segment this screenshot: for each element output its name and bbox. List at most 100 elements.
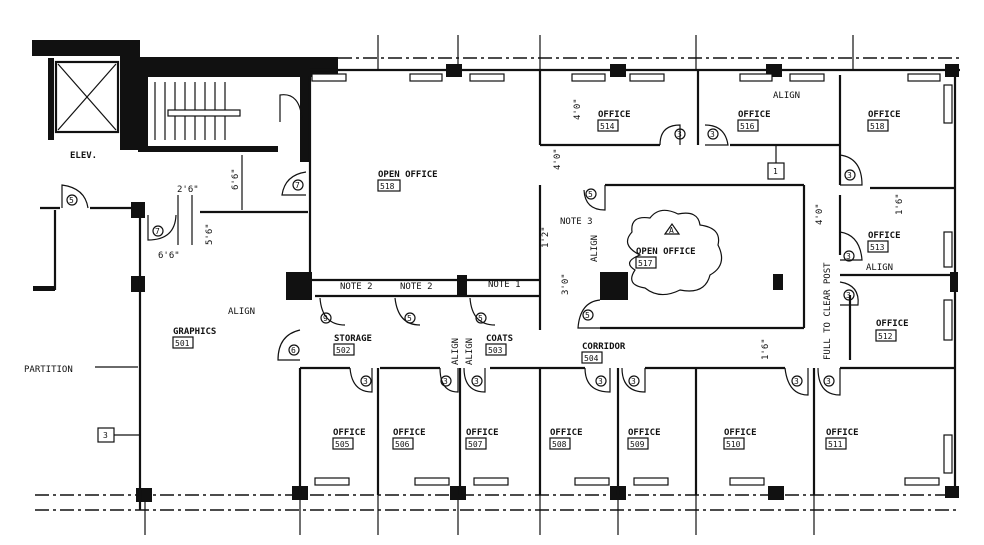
- svg-text:501: 501: [175, 339, 190, 348]
- door-tags: 5 7 7 3 3 3 5 3 3 5 6 9 5 5 3 3 3 3 3 3 …: [66, 128, 856, 387]
- door-tag: 3: [823, 375, 835, 387]
- svg-text:5: 5: [588, 190, 593, 199]
- svg-text:3: 3: [363, 377, 368, 386]
- svg-text:5: 5: [407, 314, 412, 323]
- svg-text:509: 509: [630, 440, 645, 449]
- stairs: [154, 82, 241, 140]
- door-tag: 5: [66, 194, 78, 206]
- svg-text:5'6": 5'6": [205, 223, 215, 245]
- svg-text:518: 518: [870, 122, 885, 131]
- svg-text:505: 505: [335, 440, 350, 449]
- svg-text:3: 3: [677, 130, 682, 139]
- svg-text:6'6": 6'6": [158, 251, 180, 261]
- svg-text:OFFICE: OFFICE: [393, 428, 426, 438]
- svg-text:OFFICE: OFFICE: [466, 428, 499, 438]
- svg-text:2'6": 2'6": [177, 185, 199, 195]
- elevator-label: ELEV.: [70, 151, 97, 161]
- svg-text:3: 3: [103, 431, 108, 440]
- svg-text:513: 513: [870, 243, 885, 252]
- door-tag: 7: [152, 225, 164, 237]
- svg-text:9: 9: [323, 314, 328, 323]
- svg-text:OFFICE: OFFICE: [876, 319, 909, 329]
- svg-text:3: 3: [631, 377, 636, 386]
- svg-text:OFFICE: OFFICE: [550, 428, 583, 438]
- svg-text:3: 3: [710, 130, 715, 139]
- door-tag: 3: [360, 375, 372, 387]
- svg-text:7: 7: [295, 181, 300, 190]
- svg-text:506: 506: [395, 440, 410, 449]
- windows-sills: [311, 73, 953, 486]
- room-office-508: OFFICE 508: [549, 428, 583, 450]
- note-2: NOTE 2: [340, 282, 373, 292]
- align-note: ALIGN: [228, 307, 255, 317]
- door-tag: 3: [628, 375, 640, 387]
- svg-text:516: 516: [740, 122, 755, 131]
- door-tag: 7: [292, 179, 304, 191]
- svg-text:4'0": 4'0": [815, 203, 825, 225]
- door-tag: 3: [843, 289, 855, 301]
- svg-text:7: 7: [155, 227, 160, 236]
- svg-text:3: 3: [474, 377, 479, 386]
- door-tag: 3: [707, 128, 719, 140]
- svg-text:ALIGN: ALIGN: [590, 235, 600, 262]
- door-tag: 5: [404, 312, 416, 324]
- full-to-clear-post-note: FULL TO CLEAR POST: [823, 262, 833, 360]
- door-tag: 5: [582, 309, 594, 321]
- note-1: NOTE 1: [488, 280, 521, 290]
- door-tag: 3: [674, 128, 686, 140]
- svg-text:3: 3: [847, 171, 852, 180]
- tag-1: 1: [767, 145, 785, 180]
- room-office-506: OFFICE 506: [392, 428, 426, 450]
- room-coats-503: COATS 503: [485, 334, 513, 356]
- svg-text:6: 6: [291, 346, 296, 355]
- svg-text:517: 517: [638, 259, 653, 268]
- svg-text:502: 502: [336, 346, 351, 355]
- svg-text:OPEN OFFICE: OPEN OFFICE: [636, 247, 696, 257]
- align-note: ALIGN: [866, 263, 893, 273]
- svg-text:3: 3: [826, 377, 831, 386]
- door-tag: 3: [595, 375, 607, 387]
- svg-text:5: 5: [69, 196, 74, 205]
- svg-text:OFFICE: OFFICE: [868, 110, 901, 120]
- svg-text:504: 504: [584, 354, 599, 363]
- svg-text:OPEN OFFICE: OPEN OFFICE: [378, 170, 438, 180]
- room-storage-502: STORAGE 502: [333, 334, 372, 356]
- svg-text:1'2": 1'2": [541, 226, 551, 248]
- svg-text:OFFICE: OFFICE: [333, 428, 366, 438]
- svg-text:511: 511: [828, 440, 843, 449]
- door-tag: 3: [844, 169, 856, 181]
- door-tag: 3: [791, 375, 803, 387]
- svg-text:3'0": 3'0": [561, 273, 571, 295]
- svg-text:508: 508: [552, 440, 567, 449]
- door-tag: 5: [475, 312, 487, 324]
- svg-text:512: 512: [878, 332, 893, 341]
- door-tag: 3: [843, 250, 855, 262]
- door-tag: 3: [471, 375, 483, 387]
- door-tag: 6: [288, 344, 300, 356]
- svg-text:3: 3: [846, 291, 851, 300]
- svg-text:OFFICE: OFFICE: [628, 428, 661, 438]
- revision-cloud: [626, 209, 723, 296]
- svg-text:1'6": 1'6": [761, 338, 771, 360]
- svg-text:STORAGE: STORAGE: [334, 334, 372, 344]
- svg-text:3: 3: [794, 377, 799, 386]
- svg-text:COATS: COATS: [486, 334, 513, 344]
- building-core: ELEV.: [32, 40, 338, 162]
- svg-text:4'0": 4'0": [573, 98, 583, 120]
- svg-text:3: 3: [846, 252, 851, 261]
- elevator-shaft: [54, 60, 120, 134]
- door-tag: 3: [440, 375, 452, 387]
- svg-text:503: 503: [488, 346, 503, 355]
- svg-text:5: 5: [585, 311, 590, 320]
- svg-text:510: 510: [726, 440, 741, 449]
- svg-text:A: A: [669, 226, 674, 235]
- partition-note: PARTITION: [24, 365, 73, 375]
- svg-text:4'0": 4'0": [553, 148, 563, 170]
